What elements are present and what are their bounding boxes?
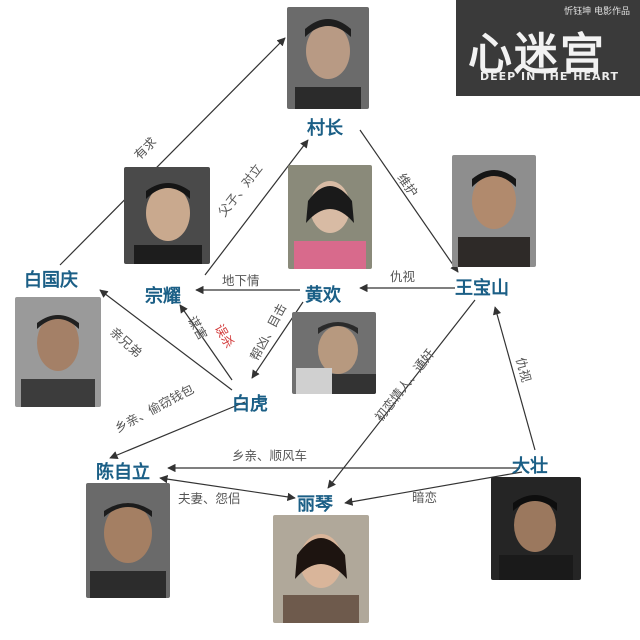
logo-subtitle: DEEP IN THE HEART <box>480 70 619 83</box>
label-dixiaqing: 地下情 <box>222 273 260 288</box>
name-wangbaoshan: 王宝山 <box>455 278 509 299</box>
portrait-baihu <box>292 312 376 394</box>
logo-byline: 忻钰坤 电影作品 <box>564 7 630 17</box>
portrait-huanghuan <box>288 165 372 269</box>
edge-baihu-baiguoqing <box>99 289 233 391</box>
name-chenzili: 陈自立 <box>96 462 150 483</box>
portrait-wangbaoshan <box>452 155 536 267</box>
name-zongyao: 宗耀 <box>145 286 181 307</box>
name-baihu: 白虎 <box>232 394 268 415</box>
name-baiguoqing: 白国庆 <box>24 270 78 291</box>
portrait-zongyao <box>124 167 210 264</box>
portrait-chenzili <box>86 483 170 598</box>
portrait-liqin <box>273 515 369 623</box>
label-choushi-1: 仇视 <box>390 269 416 284</box>
portrait-cunzhang <box>287 7 369 109</box>
edge-cunzhang-wangbaoshan <box>359 129 459 273</box>
name-liqin: 丽琴 <box>297 494 333 515</box>
portrait-dazhuang <box>491 477 581 580</box>
label-xiangqin-shunfeng: 乡亲、顺风车 <box>232 448 308 463</box>
name-dazhuang: 大壮 <box>512 456 548 477</box>
portrait-baiguoqing <box>15 297 101 407</box>
edge-liqin-chenzili <box>159 474 296 502</box>
edge-zongyao-cunzhang <box>204 139 309 276</box>
edge-baihu-chenzili <box>109 401 246 459</box>
name-huanghuan: 黄欢 <box>305 285 341 306</box>
edge-baihu-zongyao <box>179 304 233 381</box>
label-anlian: 暗恋 <box>412 490 438 505</box>
label-fuqi: 夫妻、怨侣 <box>178 491 241 506</box>
edge-wangbaoshan-liqin <box>327 299 476 489</box>
logo-title: 心迷宫 <box>468 29 606 80</box>
movie-logo: 忻钰坤 电影作品 心迷宫 DEEP IN THE HEART <box>456 0 640 96</box>
edge-baiguoqing-cunzhang <box>59 37 286 266</box>
edge-dazhuang-wangbaoshan <box>492 306 536 451</box>
name-cunzhang: 村长 <box>307 118 343 139</box>
